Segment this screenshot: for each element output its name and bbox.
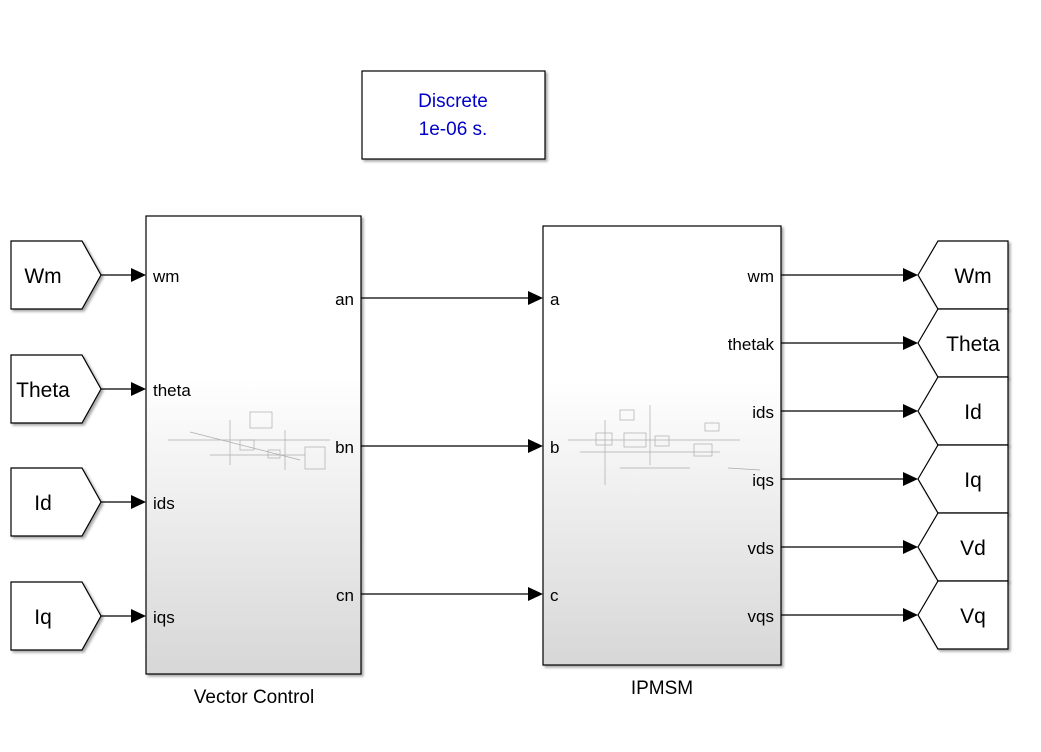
port-label: a: [550, 290, 560, 309]
port-label: thetak: [728, 335, 775, 354]
from-tag-label: Wm: [24, 265, 61, 288]
goto-tag-label: Iq: [964, 469, 982, 492]
from-tag-iq[interactable]: Iq: [10, 581, 102, 651]
powergui-block[interactable]: Discrete 1e-06 s.: [361, 70, 546, 160]
port-label: theta: [153, 381, 191, 400]
phase-voltage-lines: [361, 291, 543, 601]
port-label: iqs: [153, 608, 175, 627]
port-label: wm: [747, 267, 774, 286]
goto-tag-wm[interactable]: Wm: [917, 240, 1009, 310]
from-tag-wm[interactable]: Wm: [10, 240, 102, 310]
goto-tag-label: Vd: [960, 537, 986, 560]
port-label: bn: [335, 438, 354, 457]
port-label: c: [550, 586, 559, 605]
output-signal-lines: [781, 268, 918, 622]
powergui-mode-text: Discrete: [418, 91, 488, 112]
port-label: ids: [752, 403, 774, 422]
goto-tag-label: Id: [964, 401, 982, 424]
vector-control-block[interactable]: wm theta ids iqs an bn cn: [145, 215, 362, 675]
from-tag-theta[interactable]: Theta: [10, 354, 102, 424]
port-label: b: [550, 438, 559, 457]
port-label: cn: [336, 586, 354, 605]
goto-tag-iq[interactable]: Iq: [917, 444, 1009, 514]
goto-tag-id[interactable]: Id: [917, 376, 1009, 446]
port-label: wm: [152, 267, 179, 286]
port-label: an: [335, 290, 354, 309]
from-tag-label: Iq: [34, 606, 52, 629]
subsystem-thumbnail: [568, 405, 761, 485]
port-label: ids: [153, 494, 175, 513]
vector-control-block-name: Vector Control: [194, 687, 314, 708]
from-tag-label: Id: [34, 492, 52, 515]
goto-tag-vq[interactable]: Vq: [917, 580, 1009, 650]
ipmsm-block[interactable]: a b c wm thetak ids iqs vds vqs: [542, 225, 782, 666]
from-tag-id[interactable]: Id: [10, 467, 102, 537]
powergui-sample-time-text: 1e-06 s.: [419, 119, 488, 140]
subsystem-thumbnail: [168, 411, 330, 470]
goto-tag-label: Vq: [960, 605, 986, 628]
ipmsm-block-name: IPMSM: [631, 678, 693, 699]
goto-tag-theta[interactable]: Theta: [917, 308, 1009, 378]
port-label: vds: [748, 539, 774, 558]
goto-tag-vd[interactable]: Vd: [917, 512, 1009, 582]
goto-tag-label: Wm: [954, 265, 991, 288]
port-label: vqs: [748, 607, 774, 626]
port-label: iqs: [752, 471, 774, 490]
input-signal-lines: [101, 268, 146, 623]
goto-tag-label: Theta: [946, 333, 1000, 356]
from-tag-label: Theta: [16, 379, 70, 402]
